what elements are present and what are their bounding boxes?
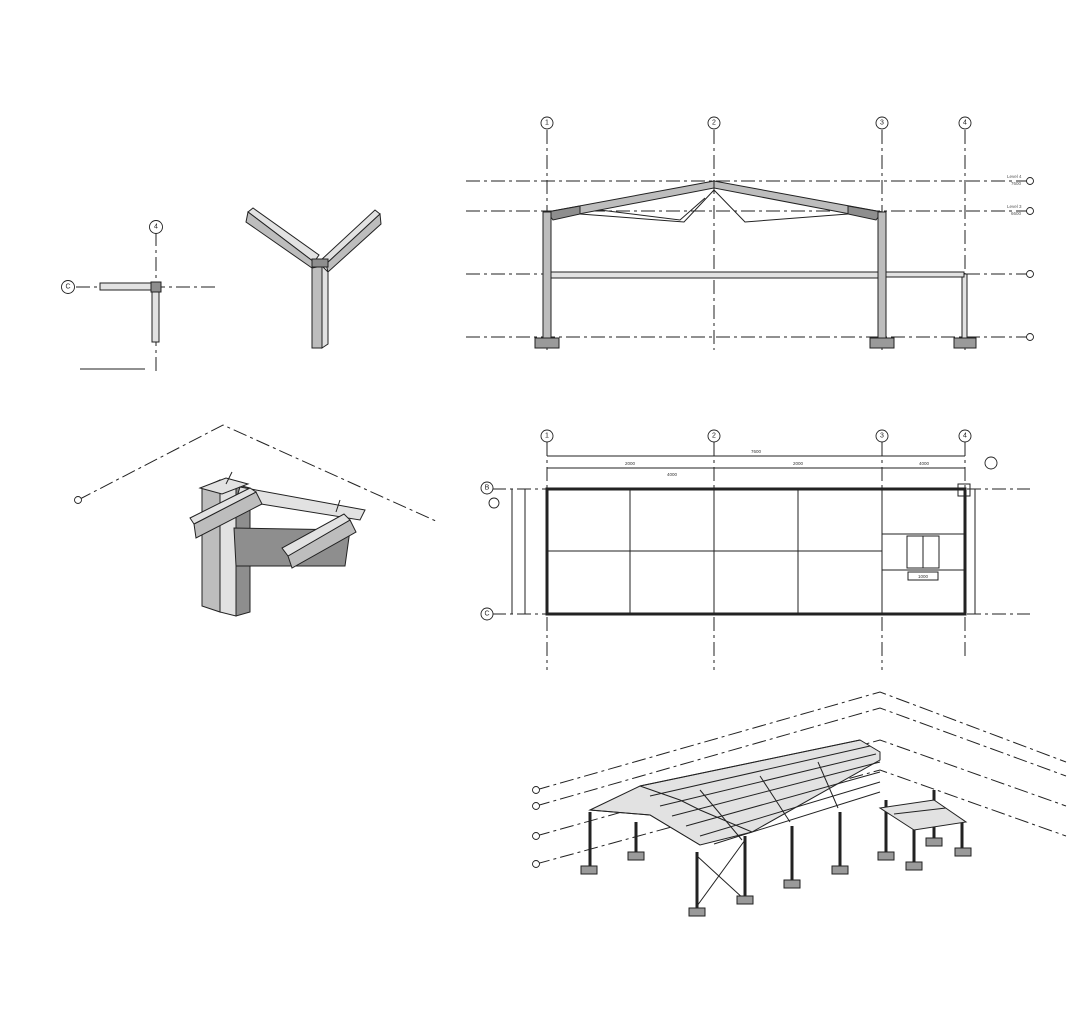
plan-grid-4: 4 [963,433,967,440]
grid-label-c: C [65,284,70,291]
footing-1 [534,337,560,349]
elevation-view: 1 2 3 4 Level 4 7600 Level 3 6600 [466,116,1034,350]
tie-beam [550,271,879,279]
bay-dimension-4: 4000 [919,461,930,466]
column-grid-1 [542,211,552,339]
plan-grid-3: 3 [880,433,884,440]
grid-label-4: 4 [154,224,158,231]
svg-text:Level 3: Level 3 [1007,204,1022,209]
corner-3d-view [245,207,382,349]
plan-grid-b: B [485,485,490,492]
svg-text:6600: 6600 [1011,211,1022,216]
elev-grid-2: 2 [712,120,716,127]
elev-grid-3: 3 [880,120,884,127]
elev-grid-4: 4 [963,120,967,127]
plan-grid-c: C [484,611,489,618]
level-marker-4: Level 4 7600 [1007,174,1034,186]
plan-detail-view: 4 C [61,220,218,372]
column-plan-leg [151,289,160,343]
structure-3d-view [532,691,1067,917]
column-grid-3 [877,211,887,339]
floor-plan-view: 1 2 3 4 B C 7600 2000 4000 2000 4000 [480,429,1030,670]
column-grid-4 [961,273,968,339]
canopy [878,799,968,831]
level-marker-3: Level 3 6600 [1007,204,1034,216]
beam-plan [99,282,156,291]
opening-dimension: 1000 [918,574,929,579]
svg-text:7600: 7600 [1011,181,1022,186]
column-plan [150,281,162,293]
roof-surface [588,739,881,846]
overall-dimension: 7600 [751,449,762,454]
connection-3d-view [74,424,439,617]
plan-grid-1: 1 [545,433,549,440]
plan-grid-2: 2 [712,433,716,440]
canopy-beam [885,271,965,278]
bay-dimension-1: 2000 [625,461,636,466]
bay-dimension-3: 2000 [793,461,804,466]
level-marker-2 [1026,270,1034,278]
elev-grid-1: 1 [545,120,549,127]
grid-bubble-c [61,280,75,294]
grid-bubble-4 [149,220,163,234]
footing-3 [869,337,895,349]
svg-text:Level 4: Level 4 [1007,174,1022,179]
footing-4 [953,337,977,349]
bay-dimension-2: 4000 [667,472,678,477]
level-marker-1 [1026,333,1034,341]
column-cap [311,258,329,268]
